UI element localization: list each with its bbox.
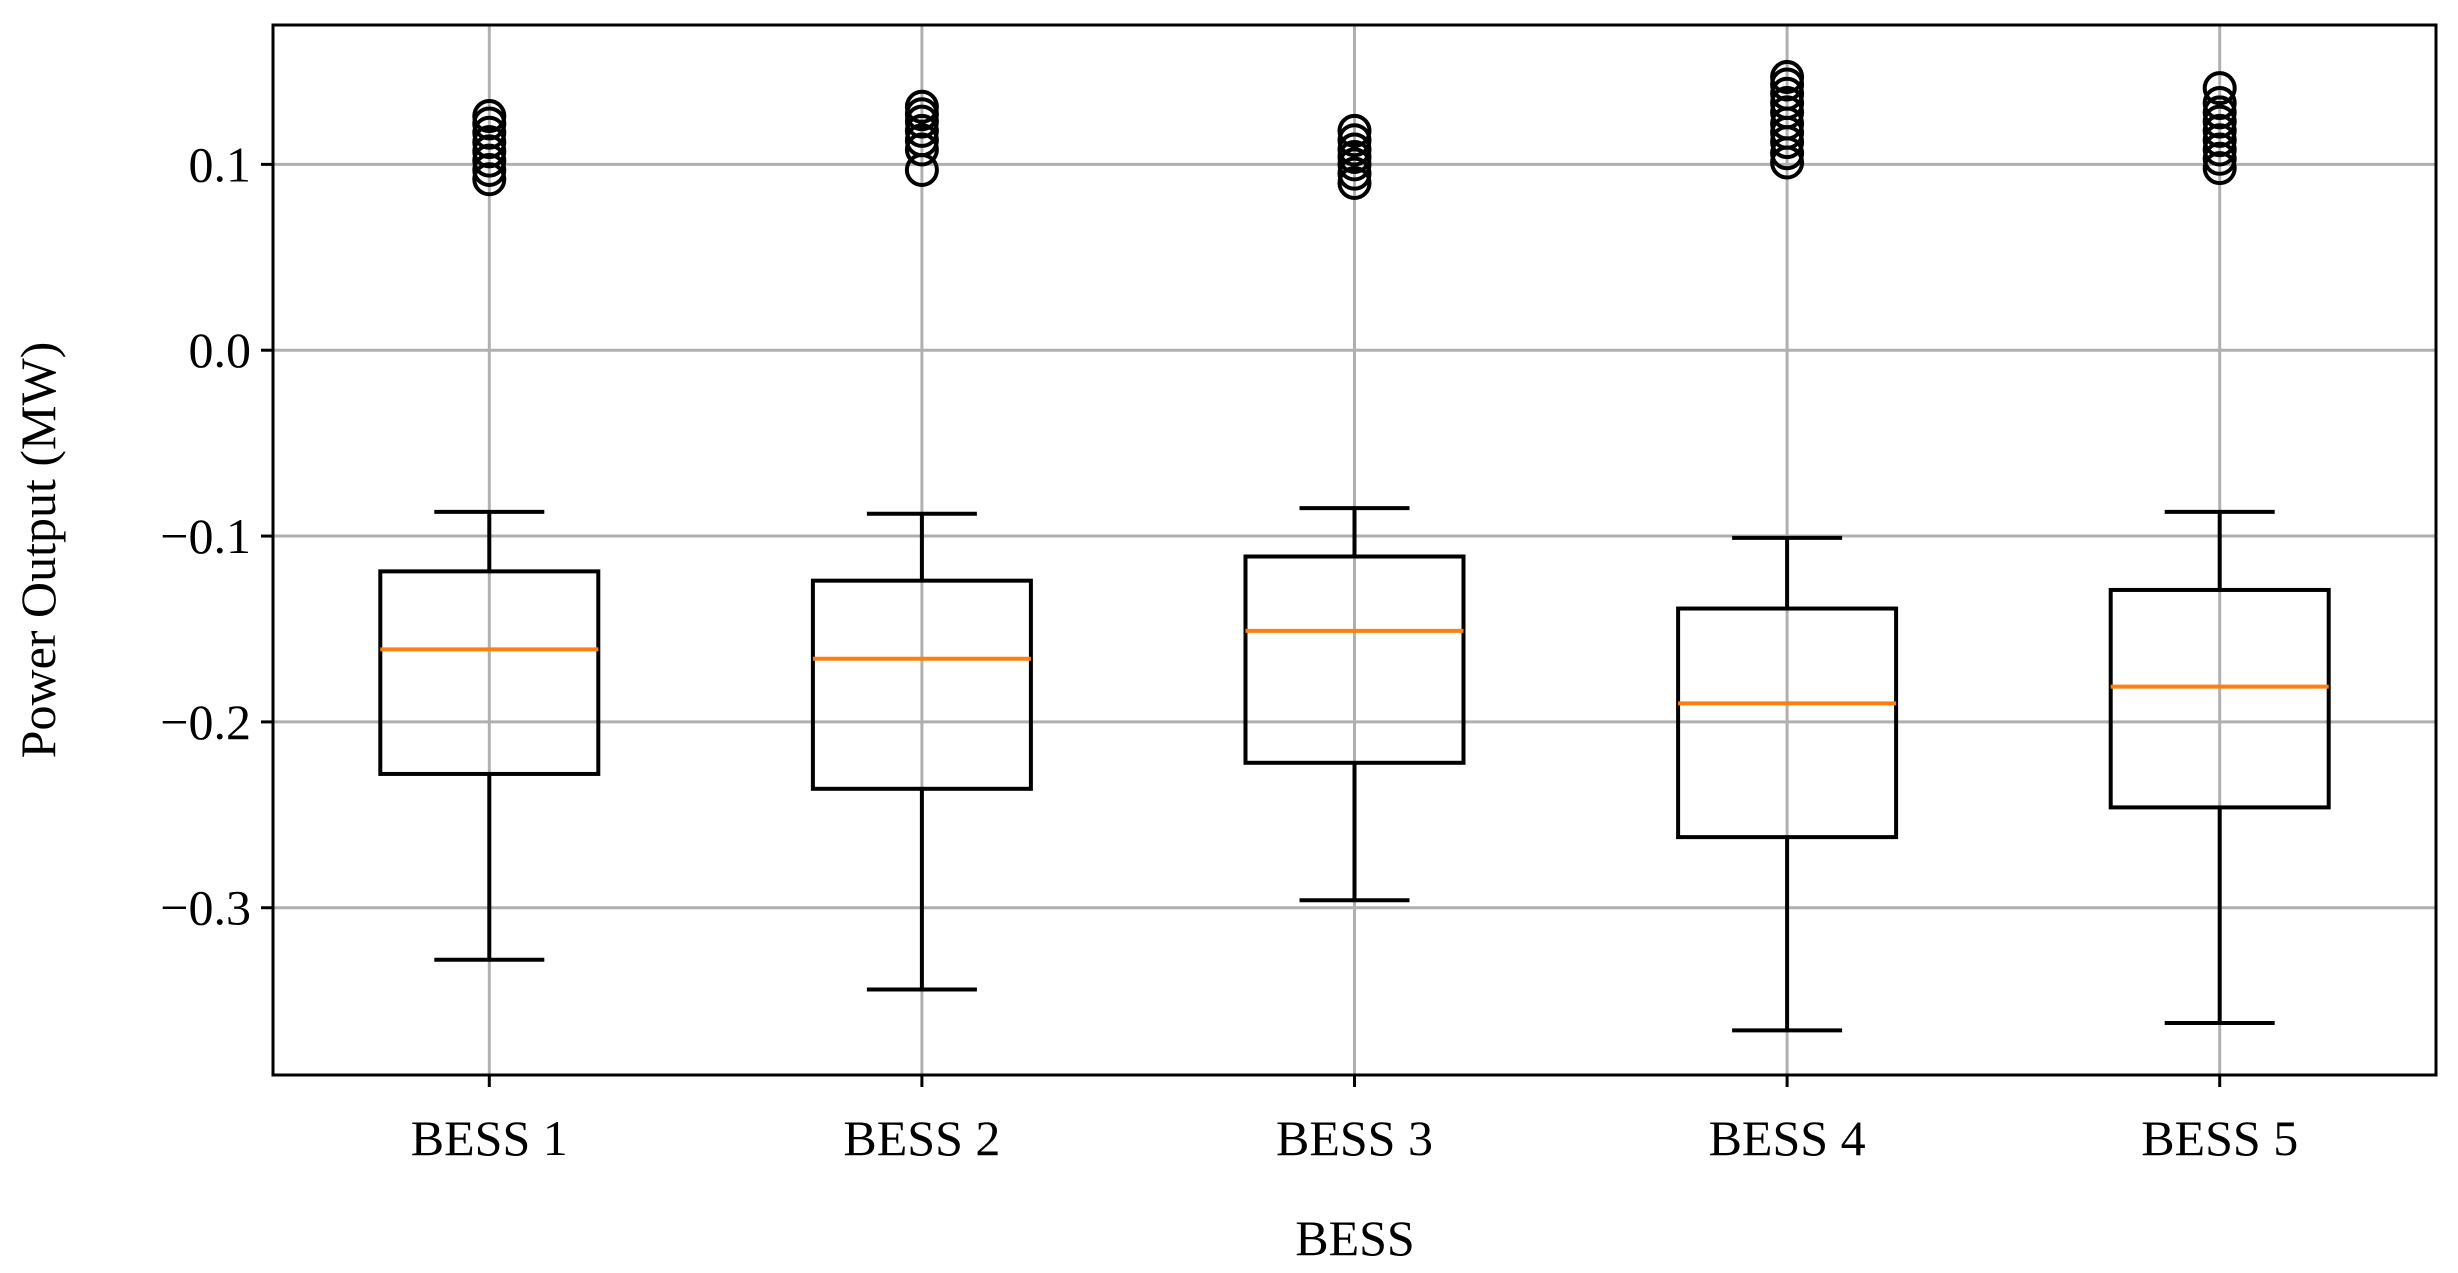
outlier-point xyxy=(2202,141,2237,176)
box-series xyxy=(378,60,2331,1033)
iqr-box xyxy=(1243,554,1466,765)
outlier-point xyxy=(904,132,939,167)
outlier-point xyxy=(2202,123,2237,158)
outlier-point xyxy=(472,152,507,187)
x-tick-label: BESS 3 xyxy=(1276,1110,1433,1166)
x-tick-label: BESS 2 xyxy=(843,1110,1000,1166)
x-tick-label: BESS 4 xyxy=(1709,1110,1866,1166)
outlier-point xyxy=(1337,132,1372,167)
outlier-point xyxy=(1337,156,1372,191)
outlier-point xyxy=(472,143,507,178)
x-tick-label: BESS 5 xyxy=(2141,1110,2298,1166)
y-axis-ticks: 0.1 0.0 −0.1 −0.2 −0.3 xyxy=(160,136,273,936)
y-tick-label: −0.3 xyxy=(160,880,251,936)
outlier-point xyxy=(1337,123,1372,158)
outlier-point xyxy=(904,123,939,158)
outlier-point xyxy=(2202,132,2237,167)
x-tick-label: BESS 1 xyxy=(411,1110,568,1166)
outlier-point xyxy=(2202,104,2237,139)
y-tick-label: 0.1 xyxy=(189,136,252,192)
box-group xyxy=(2108,71,2331,1025)
y-tick-label: 0.0 xyxy=(189,322,252,378)
outlier-point xyxy=(1770,60,1805,95)
outlier-point xyxy=(2202,71,2237,106)
box-group xyxy=(810,89,1033,992)
iqr-box xyxy=(378,569,601,776)
outlier-point xyxy=(1770,76,1805,111)
outlier-point xyxy=(472,115,507,150)
outlier-point xyxy=(1770,95,1805,130)
outlier-point xyxy=(2202,95,2237,130)
outlier-point xyxy=(2202,86,2237,121)
outlier-point xyxy=(472,162,507,197)
outlier-point xyxy=(904,113,939,148)
iqr-box xyxy=(810,578,1033,791)
outlier-point xyxy=(2202,151,2237,186)
outlier-point xyxy=(472,125,507,160)
box-group xyxy=(378,99,601,962)
box-group xyxy=(1676,60,1899,1033)
x-axis-ticks: BESS 1 BESS 2 BESS 3 BESS 4 BESS 5 xyxy=(411,1075,2298,1166)
iqr-box xyxy=(1676,606,1899,840)
y-tick-label: −0.2 xyxy=(160,694,251,750)
y-tick-label: −0.1 xyxy=(160,508,251,564)
outlier-point xyxy=(472,99,507,134)
y-axis-label: Power Output (MW) xyxy=(10,342,66,759)
outlier-point xyxy=(2202,113,2237,148)
outlier-point xyxy=(1770,86,1805,121)
box-group xyxy=(1243,113,1466,903)
outlier-point xyxy=(904,89,939,124)
outlier-point xyxy=(1337,165,1372,200)
outlier-point xyxy=(472,134,507,169)
x-axis-label: BESS xyxy=(1295,1210,1415,1266)
iqr-box xyxy=(2108,587,2331,810)
outlier-point xyxy=(1337,113,1372,148)
